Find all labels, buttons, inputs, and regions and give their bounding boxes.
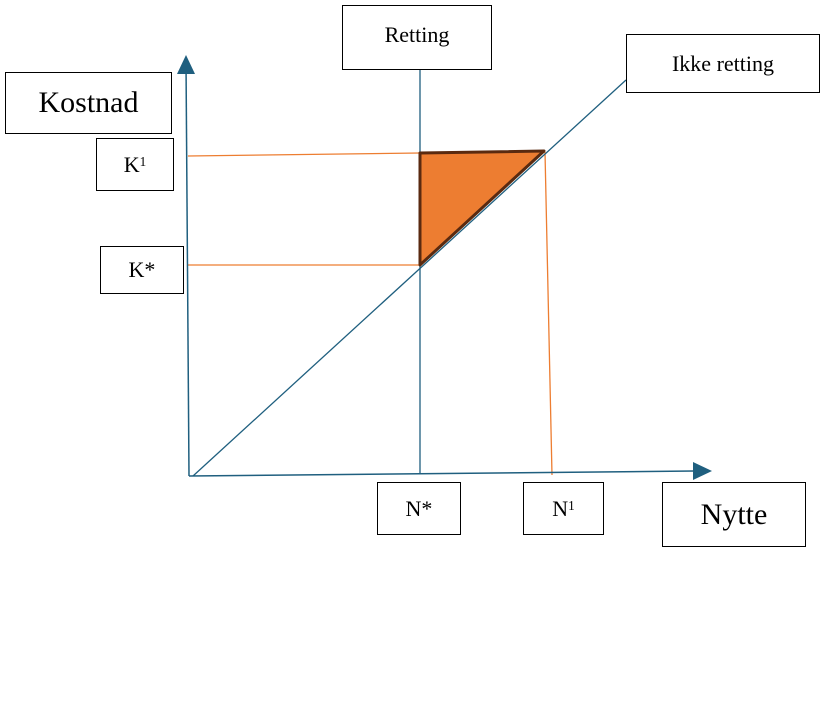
ikke-retting-label: Ikke retting [626,34,820,93]
x-axis [188,470,695,477]
n1-guide-line [544,151,553,476]
y-axis-arrowhead [177,55,195,74]
n1-label-base: N [552,495,569,521]
nytte-label: Nytte [662,482,806,547]
k1-guide-line [187,152,421,157]
ikke-retting-line [192,79,627,477]
kostnad-label: Kostnad [5,72,172,134]
shaded-triangle [418,149,546,267]
k1-label-base: K [123,151,140,177]
kstar-label: K* [100,246,184,294]
x-axis-arrowhead [693,462,712,480]
y-axis [185,61,190,477]
retting-label: Retting [342,5,492,70]
n1-label-sup: 1 [568,497,575,513]
nstar-label: N* [377,482,461,535]
k1-label-sup: 1 [139,153,147,169]
